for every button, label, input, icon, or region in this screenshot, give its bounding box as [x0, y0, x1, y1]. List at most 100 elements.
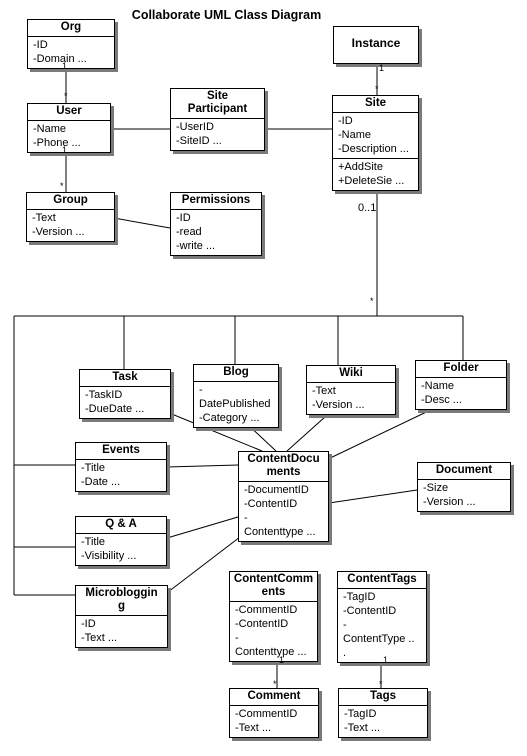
comment-class-name: Comment	[230, 689, 318, 706]
tags-class-name: Tags	[339, 689, 427, 706]
org-attr: -ID	[33, 39, 48, 51]
tags-attr: -Text ...	[344, 722, 381, 734]
blog-attributes: - DatePublished -Category ...	[194, 382, 278, 427]
permissions-attributes: -ID -read -write ...	[171, 210, 261, 255]
content-tags-attr: -	[343, 619, 347, 631]
instance-class: Instance	[333, 26, 419, 64]
qa-class: Q & A -Title -Visibility ...	[75, 516, 167, 566]
qa-class-name: Q & A	[76, 517, 166, 534]
multiplicity-label: *	[379, 679, 383, 689]
events-class: Events -Title -Date ...	[75, 442, 167, 492]
blog-attr: -	[199, 384, 203, 396]
task-attr: -TaskID	[85, 389, 123, 401]
wiki-attr: -Version ...	[312, 399, 365, 411]
folder-attr: -Desc ...	[421, 394, 462, 406]
microblogging-class-name: Microbloggin g	[76, 586, 167, 616]
site-participant-class: Site Participant -UserID -SiteID ...	[170, 88, 265, 151]
content-comments-class-name: ContentComm ents	[230, 572, 317, 602]
org-attributes: -ID -Domain ...	[28, 37, 114, 68]
qa-attributes: -Title -Visibility ...	[76, 534, 166, 565]
qa-attr: -Title	[81, 536, 106, 548]
permissions-class-name: Permissions	[171, 193, 261, 210]
multiplicity-label: 1	[62, 61, 68, 71]
document-contentdocs-line	[328, 489, 418, 504]
folder-class-name: Folder	[416, 361, 506, 378]
content-documents-attributes: -DocumentID -ContentID - Contenttype ...	[239, 482, 328, 541]
content-tags-attr: .	[343, 647, 347, 659]
content-documents-class-name: ContentDocu ments	[239, 452, 328, 482]
comment-attr: -Text ...	[235, 722, 272, 734]
comment-attr: -CommentID	[235, 708, 298, 720]
site-participant-attributes: -UserID -SiteID ...	[171, 119, 264, 150]
site-participant-attr: -SiteID ...	[176, 135, 222, 147]
comment-attributes: -CommentID -Text ...	[230, 706, 318, 737]
wiki-attr: -Text	[312, 385, 336, 397]
content-comments-attr: -	[235, 632, 239, 644]
multiplicity-label: *	[273, 679, 277, 689]
folder-attributes: -Name -Desc ...	[416, 378, 506, 409]
content-comments-attr: -ContentID	[235, 618, 289, 630]
multiplicity-label: *	[64, 91, 68, 101]
multiplicity-label: 0..1	[358, 202, 377, 214]
content-comments-attr: -CommentID	[235, 604, 298, 616]
group-attr: -Text	[32, 212, 56, 224]
document-class-name: Document	[418, 463, 510, 480]
multiplicity-label: 1	[379, 63, 385, 73]
site-attr: -Description ...	[338, 143, 409, 155]
site-participant-attr: -UserID	[176, 121, 214, 133]
document-attributes: -Size -Version ...	[418, 480, 510, 511]
site-operations: +AddSite +DeleteSie ...	[333, 158, 418, 190]
multiplicity-label: 1	[383, 655, 389, 665]
site-attr: -ID	[338, 115, 353, 127]
multiplicity-label: *	[370, 296, 374, 306]
blog-class: Blog - DatePublished -Category ...	[193, 364, 279, 428]
document-attr: -Size	[423, 482, 449, 494]
events-attr: -Title	[81, 462, 106, 474]
blog-attr: DatePublished	[199, 398, 271, 410]
comment-class: Comment -CommentID -Text ...	[229, 688, 319, 738]
task-contentdocs-line	[161, 409, 263, 452]
task-class: Task -TaskID -DueDate ...	[79, 369, 171, 419]
tags-attributes: -TagID -Text ...	[339, 706, 427, 737]
content-tags-attr: ContentType ..	[343, 633, 415, 645]
folder-attr: -Name	[421, 380, 455, 392]
group-permissions-line	[113, 217, 171, 229]
permissions-attr: -write ...	[176, 240, 216, 252]
instance-class-name: Instance	[351, 36, 401, 50]
events-attributes: -Title -Date ...	[76, 460, 166, 491]
diagram-title: Collaborate UML Class Diagram	[131, 8, 322, 22]
content-comments-attr: Contenttype ...	[235, 646, 307, 658]
folder-class: Folder -Name -Desc ...	[415, 360, 507, 410]
content-comments-class: ContentComm ents -CommentID -ContentID -…	[229, 571, 318, 662]
events-contentdocs-line	[166, 464, 239, 468]
content-documents-attr: Contenttype ...	[244, 526, 316, 538]
org-class: Org -ID -Domain ...	[27, 19, 115, 69]
tags-class: Tags -TagID -Text ...	[338, 688, 428, 738]
site-op: +DeleteSie ...	[338, 175, 405, 187]
site-class: Site -ID -Name -Description ... +AddSite…	[332, 95, 419, 191]
task-attributes: -TaskID -DueDate ...	[80, 387, 170, 418]
org-attr: -Domain ...	[33, 53, 87, 65]
content-documents-class: ContentDocu ments -DocumentID -ContentID…	[238, 451, 329, 542]
document-class: Document -Size -Version ...	[417, 462, 511, 512]
blog-class-name: Blog	[194, 365, 278, 382]
content-tags-attr: -ContentID	[343, 605, 397, 617]
group-attr: -Version ...	[32, 226, 85, 238]
site-attributes: -ID -Name -Description ...	[333, 113, 418, 158]
events-class-name: Events	[76, 443, 166, 460]
multiplicity-label: *	[375, 84, 379, 94]
microblogging-attributes: -ID -Text ...	[76, 616, 167, 647]
wiki-class-name: Wiki	[307, 366, 395, 383]
content-documents-attr: -DocumentID	[244, 484, 309, 496]
site-class-name: Site	[333, 96, 418, 113]
folder-contentdocs-line	[323, 404, 442, 462]
user-attributes: -Name -Phone ...	[28, 121, 110, 152]
multiplicity-label: 1	[279, 655, 285, 665]
content-tags-attr: -TagID	[343, 591, 376, 603]
document-attr: -Version ...	[423, 496, 476, 508]
content-comments-attributes: -CommentID -ContentID - Contenttype ...	[230, 602, 317, 661]
microblogging-attr: -ID	[81, 618, 96, 630]
user-class-name: User	[28, 104, 110, 121]
site-op: +AddSite	[338, 161, 383, 173]
